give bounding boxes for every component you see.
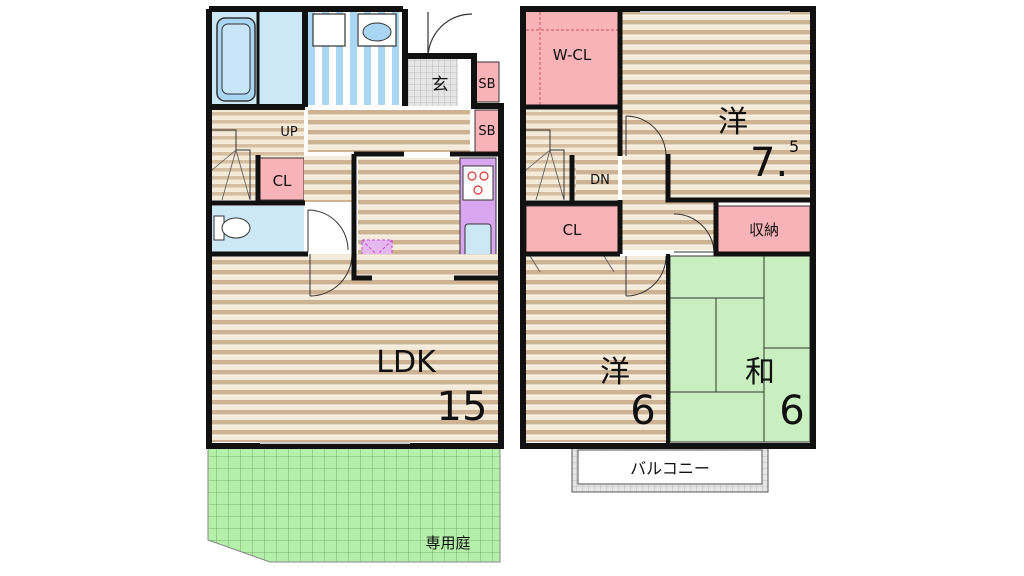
shoe-box-2-label: SB [478, 124, 495, 139]
walk-in-closet-label: W-CL [553, 46, 592, 64]
garden-label: 専用庭 [425, 534, 470, 552]
ldk-label: LDK [376, 345, 437, 380]
stove-icon [462, 165, 494, 201]
western-room-6 [526, 256, 666, 442]
washing-machine-icon [312, 13, 346, 47]
stairs-down-label: DN [590, 173, 610, 188]
western-room-2-size: 6 [630, 388, 655, 434]
closet-1f-label: CL [273, 172, 292, 190]
hallway-2f [622, 198, 714, 250]
western-room-2-label: 洋 [600, 355, 630, 390]
ldk-room [212, 254, 498, 442]
closet-2f-label: CL [563, 221, 582, 239]
western-room-1-label: 洋 [718, 105, 748, 140]
walls-2f [520, 6, 816, 449]
entrance-label: 玄 [432, 75, 449, 95]
stairs-up-label: UP [280, 125, 298, 140]
balcony-label: バルコニー [630, 459, 710, 478]
ldk-size: 15 [437, 384, 488, 430]
floor-2: W-CL 洋 7. 5 DN CL 収納 洋 6 和 6 バルコニー [520, 6, 816, 493]
western-room-1-size-sup: 5 [789, 137, 799, 156]
storage [717, 205, 811, 253]
entrance [404, 58, 458, 106]
japanese-room-size: 6 [779, 388, 804, 434]
walk-in-closet [526, 12, 618, 105]
storage-label: 収納 [749, 221, 779, 239]
shoe-box-2 [474, 109, 500, 153]
shoe-box-1-label: SB [478, 77, 495, 92]
hallway [308, 110, 470, 152]
japanese-room-label: 和 [745, 355, 775, 390]
western-room-1-size: 7. [750, 140, 788, 186]
floor-1: 玄 SB SB UP CL LDK 15 専用庭 [206, 6, 504, 563]
entrance-door-icon [427, 12, 473, 59]
